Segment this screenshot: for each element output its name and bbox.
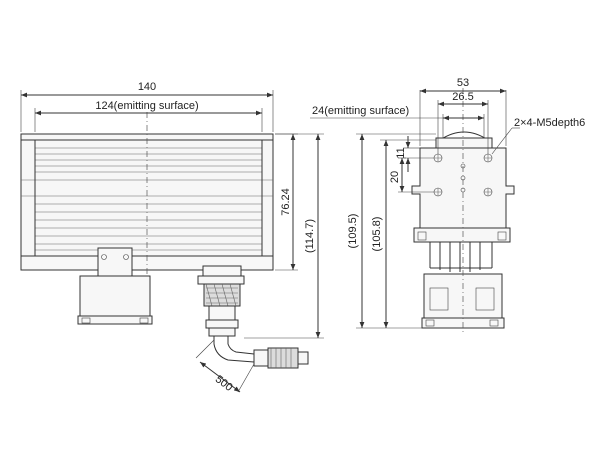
label-76-24: 76.24 [280, 188, 292, 216]
label-109-5: (109.5) [347, 214, 359, 249]
dimension-20: 20 [389, 157, 434, 193]
dimension-24-emitting: 24(emitting surface) [310, 105, 485, 138]
dimension-500: 500 [195, 339, 255, 394]
label-thread: 2×4-M5depth6 [514, 117, 585, 129]
side-view: 53 26.5 24(emitting surface) 2×4-M5depth… [310, 77, 585, 332]
dimension-11: 11 [395, 136, 434, 172]
side-fins [429, 242, 493, 272]
dimension-124: 124(emitting surface) [34, 100, 263, 132]
lens-top [435, 137, 493, 149]
dimension-105-8: (105.8) [371, 139, 436, 328]
mounting-bracket [77, 247, 153, 325]
dimension-140: 140 [20, 81, 274, 132]
thread-callout: 2×4-M5depth6 [491, 117, 585, 155]
dimension-76-24: 76.24 [275, 133, 298, 271]
label-20: 20 [389, 171, 401, 183]
dimension-109-5: (109.5) [347, 133, 436, 329]
front-view: 140 124(emitting surface) 76.24 (114.7) [20, 81, 324, 394]
label-26-5: 26.5 [452, 91, 473, 103]
cable-connector [197, 265, 245, 337]
dimension-26-5: 26.5 [437, 91, 489, 154]
dimension-53: 53 [419, 77, 507, 146]
label-114-7: (114.7) [304, 219, 316, 253]
label-24-emitting: 24(emitting surface) [312, 105, 409, 117]
cable [213, 336, 309, 369]
label-11: 11 [395, 147, 407, 158]
label-105-8: (105.8) [371, 217, 383, 252]
label-53: 53 [457, 77, 469, 89]
dimension-114-7: (114.7) [244, 133, 324, 339]
label-124-emitting: 124(emitting surface) [95, 100, 198, 112]
label-500: 500 [213, 373, 235, 394]
label-140: 140 [138, 81, 156, 93]
